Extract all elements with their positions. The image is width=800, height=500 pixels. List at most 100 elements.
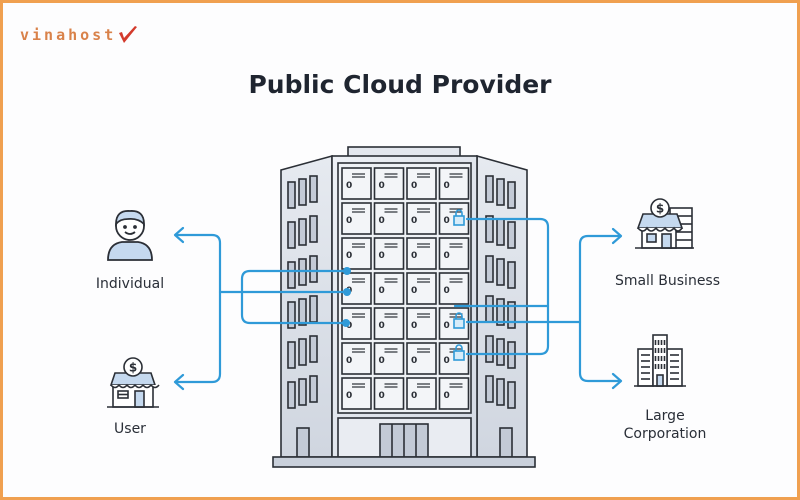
wing-window: [496, 298, 505, 326]
svg-text:$: $: [129, 361, 137, 375]
wing-window: [507, 381, 516, 409]
wing-window: [485, 295, 494, 323]
node-dot: [343, 267, 351, 275]
locker-symbol: 0: [444, 391, 450, 401]
locker-symbol: 0: [411, 181, 417, 191]
locker-symbol: 0: [411, 391, 417, 401]
locker-symbol: 0: [379, 216, 385, 226]
lock-icon: [453, 312, 465, 329]
wing-window: [507, 301, 516, 329]
locker-unit: 0: [406, 167, 437, 200]
wing-window: [287, 381, 296, 409]
locker-symbol: 0: [411, 356, 417, 366]
locker-unit: 0: [406, 202, 437, 235]
wing-windows: [287, 175, 516, 409]
locker-unit: 0: [373, 237, 405, 270]
arrowhead-user: [173, 373, 185, 391]
wing-window: [496, 178, 505, 206]
locker-unit: 0: [373, 272, 405, 305]
wing-window: [496, 378, 505, 406]
wing-window: [507, 261, 516, 289]
locker-unit: 0: [341, 237, 372, 270]
locker-symbol: 0: [444, 321, 450, 331]
wing-window: [507, 221, 516, 249]
label-small-business: Small Business: [614, 273, 721, 289]
label-large-corporation-line2: Corporation: [623, 426, 707, 442]
wing-window: [507, 181, 516, 209]
locker-symbol: 0: [411, 286, 417, 296]
node-dot: [343, 288, 351, 296]
locker-unit: 0: [341, 202, 372, 235]
connector-right-bus: [578, 234, 622, 383]
locker-symbol: 0: [346, 251, 352, 261]
label-large-corporation-line1: Large: [645, 408, 685, 424]
locker-unit: 0: [341, 377, 372, 410]
locker-grid: 0000000000000000000000000000: [341, 167, 470, 410]
locker-symbol: 0: [379, 321, 385, 331]
wing-window: [309, 175, 318, 203]
connector-left-loop: [240, 269, 348, 325]
label-user: User: [114, 421, 146, 437]
wing-window: [485, 215, 494, 243]
wing-window: [298, 218, 307, 246]
locker-symbol: 0: [444, 286, 450, 296]
locker-unit: 0: [373, 377, 405, 410]
locker-unit: 0: [406, 307, 437, 340]
lock-icon: [453, 209, 465, 226]
person-icon: [107, 210, 153, 261]
node-dot: [342, 319, 350, 327]
connectors: [173, 217, 623, 391]
lock-icon: [453, 344, 465, 361]
locker-unit: 0: [373, 342, 405, 375]
wing-window: [496, 218, 505, 246]
cloud-provider-building: 0000000000000000000000000000: [272, 146, 536, 468]
label-large-corporation: Large Corporation: [615, 407, 715, 443]
checkmark-icon: [119, 26, 138, 43]
locker-symbol: 0: [346, 391, 352, 401]
wing-window: [309, 295, 318, 323]
connection-nodes: [342, 267, 351, 327]
locker-unit: 0: [406, 342, 437, 375]
locker-unit: 0: [406, 272, 437, 305]
locker-symbol: 0: [379, 356, 385, 366]
locker-unit: 0: [406, 377, 437, 410]
wing-window: [287, 301, 296, 329]
wing-window: [287, 261, 296, 289]
locker-unit: 0: [438, 377, 470, 410]
locker-unit: 0: [438, 167, 470, 200]
locker-symbol: 0: [379, 391, 385, 401]
wing-window: [485, 375, 494, 403]
storefront-icon: $: [107, 357, 160, 408]
wing-window: [298, 338, 307, 366]
locker-symbol: 0: [444, 356, 450, 366]
building-base: [272, 456, 536, 468]
locker-symbol: 0: [444, 216, 450, 226]
arrowhead-large-corporation: [611, 372, 623, 390]
locker-symbol: 0: [346, 321, 352, 331]
arrowhead-small-business: [611, 227, 623, 245]
office-tower-icon: [634, 334, 686, 387]
wing-window: [485, 175, 494, 203]
locker-symbol: 0: [379, 286, 385, 296]
brand-logo: vinahost: [20, 24, 139, 46]
locker-symbol: 0: [444, 251, 450, 261]
wing-window: [298, 298, 307, 326]
wing-window: [309, 215, 318, 243]
shop-building-icon: $: [635, 198, 694, 249]
label-individual: Individual: [95, 276, 165, 292]
right-wing-door: [499, 427, 513, 458]
wing-window: [287, 221, 296, 249]
left-wing-door: [296, 427, 310, 458]
wing-window: [298, 378, 307, 406]
locker-unit: 0: [438, 237, 470, 270]
locker-unit: 0: [373, 307, 405, 340]
wing-window: [485, 255, 494, 283]
wing-window: [496, 338, 505, 366]
locker-unit: 0: [373, 167, 405, 200]
connector-left-bus: [174, 233, 222, 384]
locker-symbol: 0: [346, 216, 352, 226]
locker-unit: 0: [373, 202, 405, 235]
wing-window: [287, 341, 296, 369]
wing-window: [485, 335, 494, 363]
